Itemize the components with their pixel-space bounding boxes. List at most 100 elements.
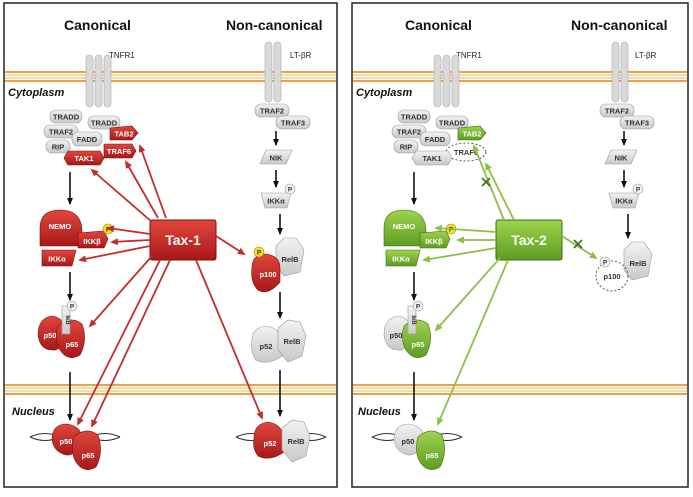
p52-label-1: p52 [260,342,273,351]
phosphate-label-6: P [416,304,421,311]
relb-shape-2 [277,319,307,363]
phosphate-icon-4 [253,246,265,258]
relb-label-2: RelB [283,337,301,346]
ikka-label: IKKα [48,255,66,264]
non-canonical-header-2: Non-canonical [571,17,667,33]
tab2-shape [109,125,139,141]
panel-tax1: Canonical Non-canonical TNFR1 LT-βR [3,2,338,488]
tax1-label: Tax-1 [165,232,201,248]
relb-label-4: RelB [629,259,647,268]
nuclear-membrane [5,384,336,395]
nc-traf2-label: TRAF2 [260,107,284,116]
ltbr-label: LT-βR [290,51,312,60]
nuclear-p50-p65-2: p50 p65 [393,423,445,470]
p65-label-3: p65 [412,340,425,349]
tnfr1-label-2: TNFR1 [456,51,482,60]
canonical-header-2: Canonical [405,17,472,33]
p65-label-2: p65 [82,451,95,460]
nc-traf3-label: TRAF3 [281,119,305,128]
relb-label-3: RelB [287,437,305,446]
ikb-label-1: IκB [64,315,70,325]
block-marks [481,177,583,249]
ikk-complex-2: NEMO IKKβ IKKα P [383,209,457,267]
p65-shape-2 [72,430,101,470]
tradd-label-2: TRADD [91,119,118,128]
relb-label-1: RelB [281,255,299,264]
nucleus-label-2: Nucleus [358,406,401,418]
tab2-label: TAB2 [114,130,133,139]
p100-dashed [595,260,629,292]
cytoplasm-label-2: Cytoplasm [356,87,412,99]
canonical-adaptor-complex-2: TRADD TRADD TRAF2 FADD RIP TAB2 TRAF6 TA… [391,109,487,166]
canonical-adaptor-complex: TRADD TRADD TRAF2 FADD RIP TAB2 TRAF6 TA… [43,109,139,166]
nc-traf3-shape [275,115,311,130]
nuclear-p50-p65: p50 p65 [51,423,101,470]
panel-tax2: Canonical Non-canonical TNFR1 LT-βR Cyto… [351,2,689,488]
phosphate-label-3: P [288,187,293,194]
p50-label-3: p50 [390,331,403,340]
tak1-label-2: TAK1 [422,154,441,163]
ikkb-label-2: IKKβ [425,237,443,246]
tab2-shape-2 [457,125,487,141]
tab2-label-2: TAB2 [462,130,481,139]
nc-traf2-shape [254,103,290,118]
ltbr-label-2: LT-βR [635,51,657,60]
tax1-arrows [77,144,263,428]
phosphate-icon-3 [284,183,296,195]
fadd-label: FADD [77,135,98,144]
tnfr1-label: TNFR1 [109,51,135,60]
cytoplasm-label: Cytoplasm [8,87,64,99]
ikb-p50-p65-complex: p50 p65 IκB P [37,300,85,358]
traf2-label: TRAF2 [49,128,73,137]
phosphate-icon-7 [632,183,644,195]
traf6-dashed [445,142,487,162]
tak1-shape [63,150,105,166]
nik-shape [259,149,293,165]
traf2-shape [43,124,79,139]
rip-label: RIP [52,143,65,152]
ikkb-label: IKKβ [83,237,101,246]
tradd-label-3: TRADD [401,113,428,122]
ltbr-receptor-2 [611,41,629,103]
ikb-label-2: IκB [410,315,416,325]
tradd-label-4: TRADD [439,119,466,128]
nemo-label-2: NEMO [393,222,416,231]
p50-label-1: p50 [44,331,57,340]
ikka-label-2: IKKα [392,255,410,264]
nuclear-membrane-2 [353,384,687,395]
tnfr1-receptor [85,54,112,108]
non-canonical-header: Non-canonical [226,17,322,33]
tradd-label-1: TRADD [53,113,80,122]
traf2-label-2: TRAF2 [397,128,421,137]
nucleus-label: Nucleus [12,406,55,418]
p100-label-2: p100 [603,272,620,281]
nik-label-2: NIK [615,154,629,163]
nc-traf3-label-2: TRAF3 [625,119,649,128]
p50-label-2: p50 [60,437,73,446]
nc-ikka-label: IKKα [267,197,285,206]
tax2-label: Tax-2 [511,232,547,248]
phosphate-label-8: P [603,260,608,267]
ltbr-receptor [264,41,282,103]
phosphate-label-4: P [257,250,262,257]
nc-ikka-shape [260,192,292,209]
phosphate-icon-8 [599,256,611,268]
ikkb-shape [77,230,109,249]
canonical-header: Canonical [64,17,131,33]
tradd-shape-2 [87,115,121,130]
p65-label-4: p65 [426,451,439,460]
traf6-label-2: TRAF6 [454,148,478,157]
p100-label: p100 [259,270,276,279]
traf6-shape [103,143,137,159]
tnfr1-receptor-2 [433,54,460,108]
non-canonical-complex: TRAF2 TRAF3 NIK IKKα P RelB p100 P p52 R… [235,103,327,463]
nc-traf2-label-2: TRAF2 [605,107,629,116]
traf6-label: TRAF6 [107,147,131,156]
nemo-label: NEMO [49,222,72,231]
rip-shape [45,139,71,154]
fadd-label-2: FADD [425,135,446,144]
nik-label: NIK [270,154,284,163]
tax2-arrows [422,144,598,426]
